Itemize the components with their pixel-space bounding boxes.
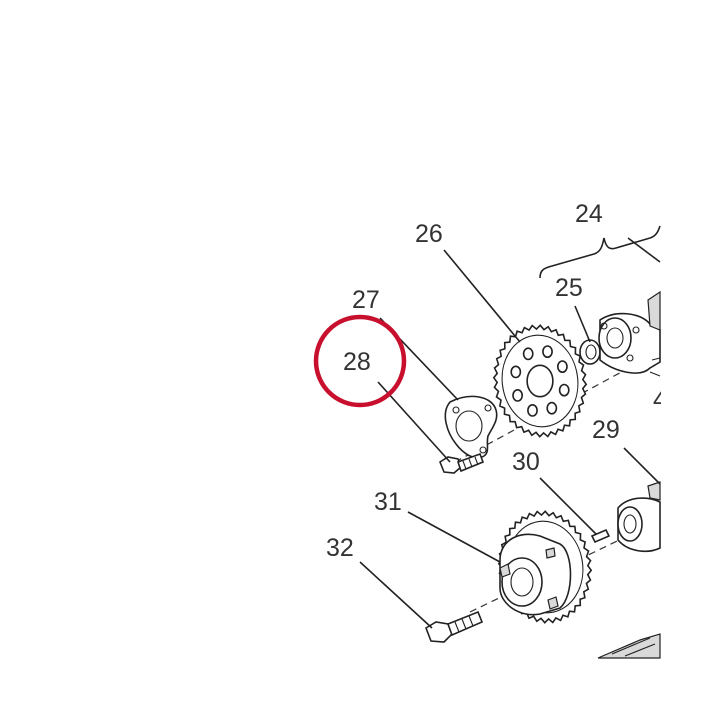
callout-27: 27	[352, 286, 380, 314]
leader-29	[623, 447, 661, 485]
highlight-ring-28	[313, 314, 407, 408]
part-32-bolt	[425, 610, 484, 643]
lower-axis-line	[469, 529, 641, 613]
part-28-bolt	[439, 452, 485, 474]
lower-right-component	[597, 633, 661, 659]
leader-24	[627, 237, 661, 263]
callout-26: 26	[415, 220, 443, 248]
leader-26	[443, 249, 521, 343]
part-26-sprocket	[492, 324, 588, 438]
leader-25	[574, 305, 591, 343]
callout-24: 24	[575, 200, 603, 228]
part-27-plate	[444, 395, 498, 459]
callout-29: 29	[592, 416, 620, 444]
callout-25: 25	[555, 274, 583, 302]
part-25-oring	[579, 339, 601, 365]
part-29-camshaft-lower	[617, 481, 661, 553]
leader-30	[539, 477, 597, 535]
leader-32	[359, 561, 433, 629]
part-31-sprocket-assembly	[497, 510, 593, 624]
callout-30: 30	[512, 448, 540, 476]
leader-31	[407, 511, 501, 563]
callout-24-bracket	[539, 225, 661, 279]
callout-32: 32	[326, 534, 354, 562]
right-crop-mask	[661, 180, 720, 680]
callout-28: 28	[343, 348, 371, 376]
part-30-pin	[590, 528, 611, 544]
part-24-camshaft-upper	[598, 290, 661, 377]
callout-31: 31	[374, 488, 402, 516]
